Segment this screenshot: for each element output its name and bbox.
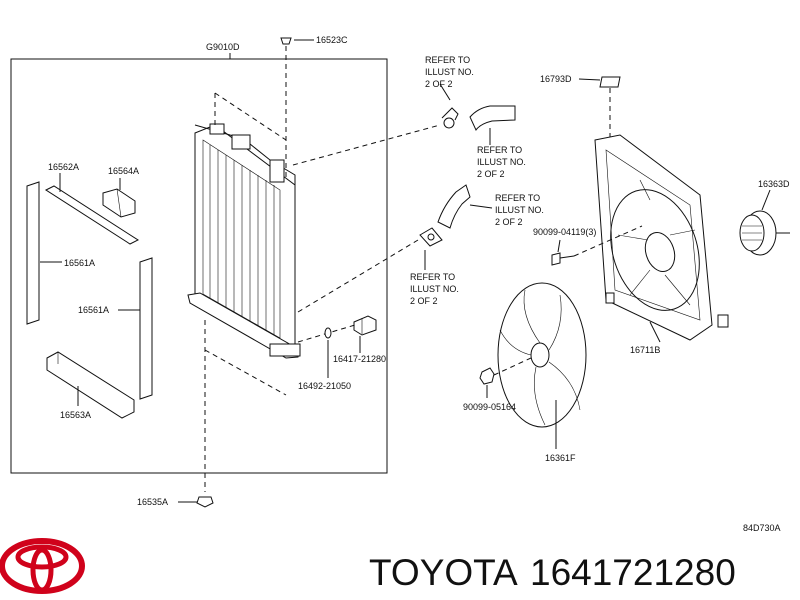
label-cap-top: 16523C [316,35,348,45]
label-plate-16793d [599,76,621,88]
label-shroud: 16711B [630,345,660,355]
fan-blade-16361f [497,282,587,428]
refer-note-3-line-1: REFER TO [495,193,540,203]
label-gasket: 16492-21050 [298,381,351,391]
refer-note-1-line-2: ILLUST NO. [425,67,474,77]
label-nut: 90099-05164 [463,402,516,412]
hose-clamp-upper [441,107,459,129]
seal-left-16561a [26,181,40,325]
toyota-logo-icon [0,538,85,594]
refer-note-3-line-3: 2 OF 2 [495,217,523,227]
refer-note-1-line-3: 2 OF 2 [425,79,453,89]
gasket-16492 [324,327,332,339]
refer-note-1-line-1: REFER TO [425,55,470,65]
refer-note-4-line-2: ILLUST NO. [410,284,459,294]
label-cap-bottom: 16535A [137,497,168,507]
label-motor: 16363D [758,179,790,189]
seal-mid-16561a [139,257,153,400]
radiator-cap-top [280,37,314,178]
label-seal-top: 16562A [48,162,79,172]
label-radiator-assy: G9010D [206,42,240,52]
drain-plug-16417 [353,315,377,336]
brand-name: TOYOTA [369,552,518,593]
refer-note-4-line-3: 2 OF 2 [410,296,438,306]
label-screw: 90099-04119(3) [533,227,596,237]
radiator-cap-bottom [196,496,214,508]
hose-clamp-lower [419,227,443,247]
label-label-plate: 16793D [540,74,572,84]
upper-hose [469,105,516,132]
label-seal-bottom: 16563A [60,410,91,420]
figure-code: 84D730A [743,523,781,533]
label-seal-mid: 16561A [78,305,109,315]
label-drain-plug: 16417-21280 [333,354,386,364]
label-cushion: 16564A [108,166,139,176]
nut-90099-05164 [479,367,495,385]
seal-bottom-16563a [46,351,135,419]
part-number: 1641721280 [530,552,736,593]
refer-note-2-line-3: 2 OF 2 [477,169,505,179]
refer-note-2-line-2: ILLUST NO. [477,157,526,167]
seal-top-16562a [44,185,140,245]
refer-note-4-line-1: REFER TO [410,272,455,282]
refer-note-3-line-2: ILLUST NO. [495,205,544,215]
lower-hose [437,184,471,229]
cushion-16564a [102,188,136,218]
radiator-core [187,123,301,359]
label-seal-left: 16561A [64,258,95,268]
fan-motor-16363d [739,210,790,256]
radiator-assembly-frame [10,58,388,474]
screw-90099-04119 [551,252,575,266]
refer-note-2-line-1: REFER TO [477,145,522,155]
label-fan: 16361F [545,453,576,463]
fan-shroud-16711b [594,134,729,341]
